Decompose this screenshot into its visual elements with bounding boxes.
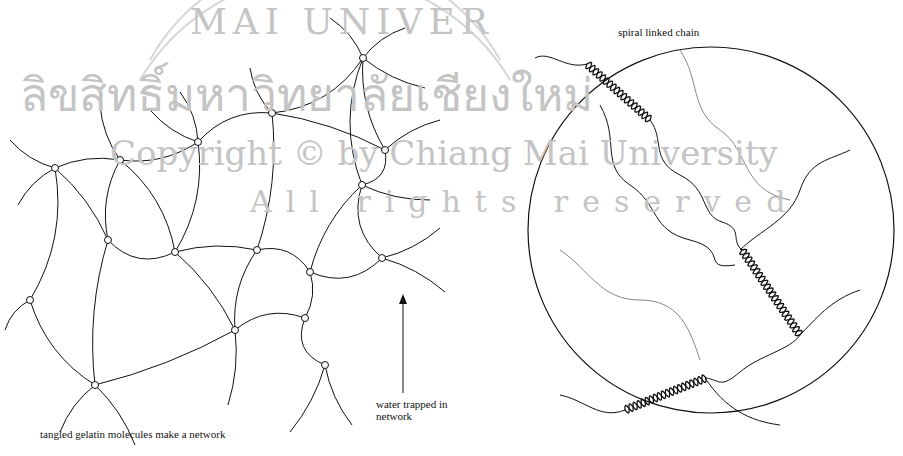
helix-strand [587, 62, 650, 121]
junction-point [52, 165, 59, 172]
water-arrow [399, 294, 407, 393]
gelatin-strand [257, 248, 310, 272]
arrow-shaft [403, 300, 404, 393]
gelatin-strand [301, 318, 325, 365]
watermark-seal [140, 0, 510, 80]
chain-strand [560, 395, 625, 413]
watermark-text: Copyright © by Chiang Mai University [110, 135, 778, 172]
junction-point [92, 382, 99, 389]
gelatin-strand [10, 140, 55, 168]
arrow-head [399, 294, 407, 304]
gelatin-strand [228, 330, 236, 405]
seal-arc [140, 0, 510, 80]
gelatin-strand [175, 252, 235, 330]
junction-point [232, 327, 239, 334]
junction-point [27, 297, 34, 304]
gelatin-strand [5, 300, 30, 330]
gelatin-strand [382, 258, 445, 292]
gelatin-strand [305, 272, 313, 318]
gelatin-strand [18, 168, 55, 205]
junction-point [172, 249, 179, 256]
gelatin-strand [30, 168, 58, 300]
gelatin-strand [290, 365, 325, 432]
gelatin-strand [325, 365, 352, 425]
junction-point [302, 315, 309, 322]
gelatin-strand [108, 240, 175, 259]
gelatin-strand [55, 168, 108, 240]
junction-point [105, 237, 112, 244]
gelatin-strand [95, 330, 235, 385]
helix-strand [625, 375, 706, 413]
helix-strand [742, 249, 800, 335]
chain-strand [535, 56, 587, 65]
junction-point [254, 247, 261, 254]
helix-strand [625, 377, 706, 412]
watermark-text: All rights reserved [250, 185, 799, 218]
chain-strand [560, 250, 700, 360]
gelatin-strand [310, 258, 382, 278]
junction-point [360, 55, 367, 62]
chain-strand [706, 335, 800, 382]
helix-strand [740, 250, 802, 335]
chain-strand [705, 378, 780, 425]
gelatin-strand [120, 160, 175, 252]
gelatin-strand [30, 300, 95, 385]
gelatin-strand [175, 246, 257, 252]
seal-arc [150, 0, 500, 60]
gelatin-strand [257, 113, 274, 250]
gelatin-strand [93, 240, 108, 385]
watermark-text: ลิขสิทธิ์มหาวิทยาลัยเชียงใหม่ [20, 70, 593, 121]
caption-label: water trapped in network [376, 398, 454, 422]
caption-label: tangled gelatin molecules make a network [40, 428, 225, 440]
gelatin-strand [235, 313, 305, 330]
junction-point [322, 362, 329, 369]
chain-strand [800, 290, 860, 335]
gelatin-strand [382, 228, 440, 258]
chain-strand [680, 50, 790, 200]
junction-point [379, 255, 386, 262]
watermark-text: MAI UNIVER [190, 2, 494, 42]
junction-point [307, 269, 314, 276]
caption-label: spiral linked chain [618, 26, 699, 38]
gelatin-strand [60, 385, 95, 432]
